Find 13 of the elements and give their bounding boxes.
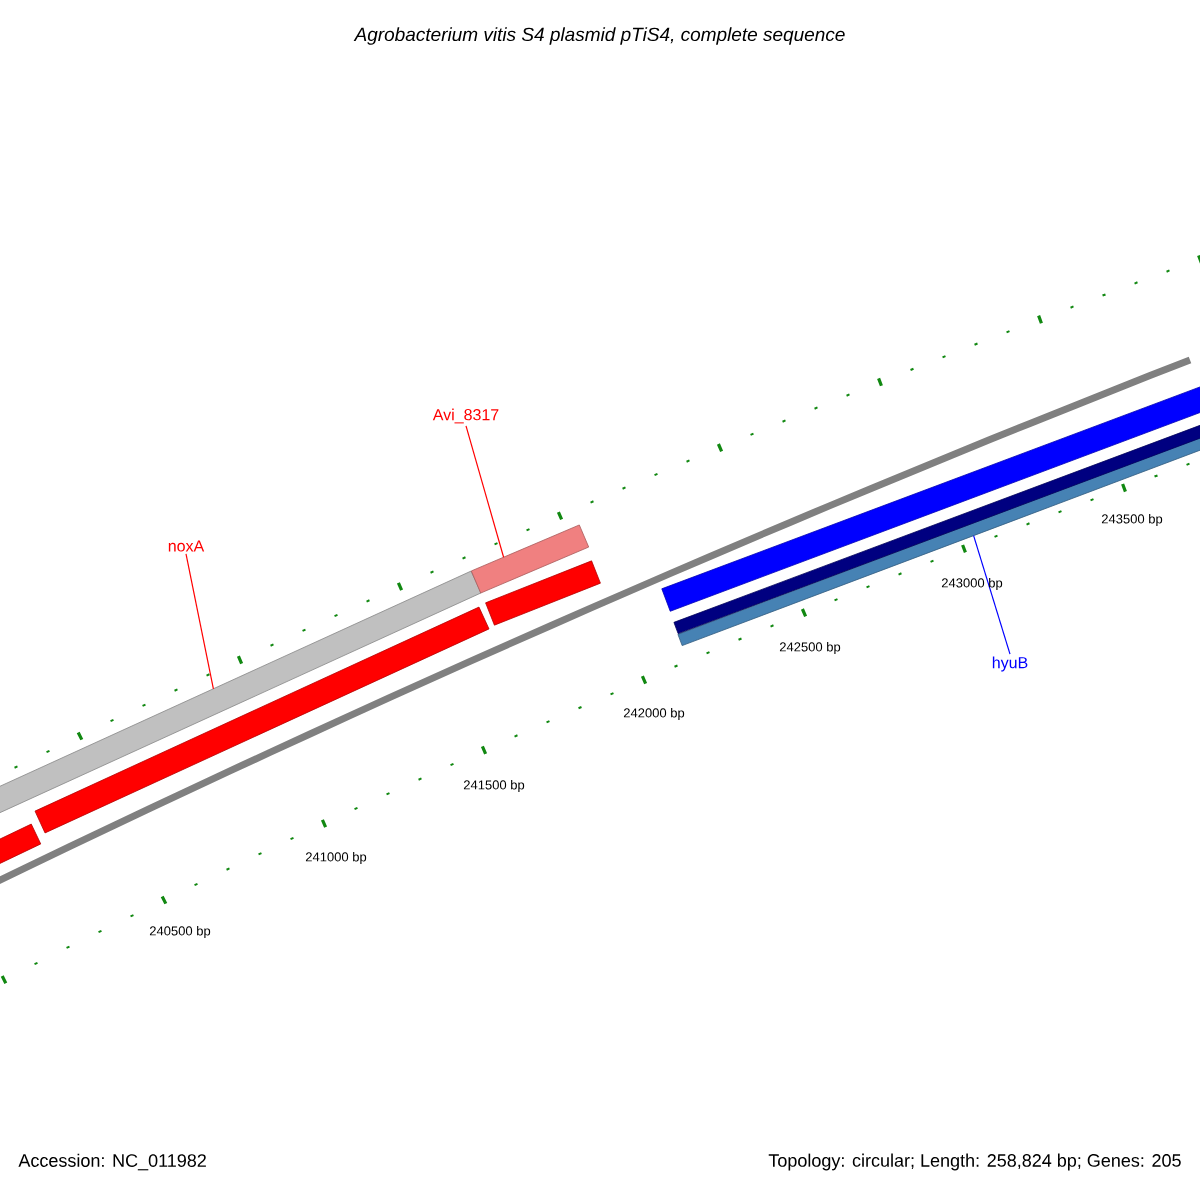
gene-label: hyuB [992,656,1028,672]
footer-text: Topology: circular; Length: 258,824 bp; Genes: 205 [768,1153,1181,1171]
feature-bar [661,384,1200,612]
gene-label: noxA [168,540,205,552]
feature-bar [485,560,601,626]
feature-bar [0,823,42,867]
footer-text: Accession: NC_011982 [18,1153,206,1171]
leader-line [465,425,505,558]
title: Agrobacterium vitis S4 plasmid pTiS4, complete sequence [353,27,845,45]
feature-bar [470,524,590,594]
leader-line [973,535,1011,655]
leader-line [185,553,214,690]
gene-label: Avi_8317 [432,408,499,424]
